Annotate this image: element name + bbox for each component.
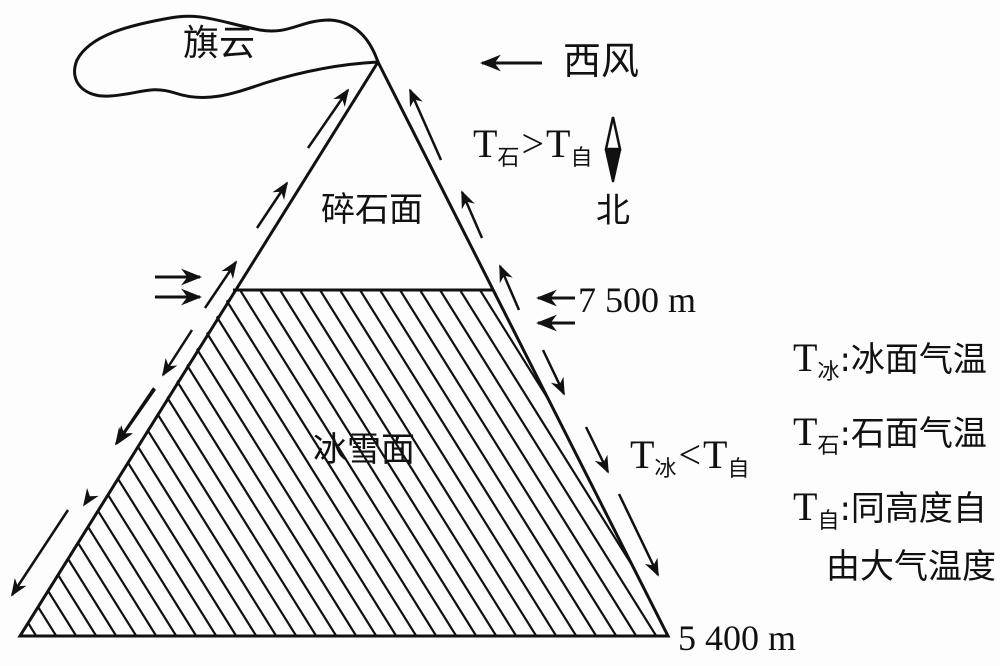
altitude-base-label: 5 400 m xyxy=(678,618,797,658)
north-label: 北 xyxy=(596,191,630,231)
legend-subscript: 自 xyxy=(817,509,840,534)
altitude-top-label: 7 500 m xyxy=(578,280,697,320)
subscript-rock: 石 xyxy=(497,146,520,171)
legend-item-free: T自:同高度自 xyxy=(793,484,987,533)
left-upslope-arrows xyxy=(203,88,350,309)
mountain-outline xyxy=(17,58,671,638)
right-downslope-arrows xyxy=(541,349,660,577)
t-symbol: T xyxy=(473,121,498,166)
legend-item-rock: T石:石面气温 xyxy=(793,409,987,458)
flag-cloud-shape xyxy=(73,14,381,100)
rock-vs-free-relation: T石>T自 xyxy=(473,121,592,170)
west-wind-label: 西风 xyxy=(563,39,640,83)
t-symbol: T xyxy=(793,484,818,529)
north-compass-icon xyxy=(604,116,622,183)
subscript-free: 自 xyxy=(727,457,750,482)
t-symbol: T xyxy=(793,409,818,454)
incoming-air-arrows-left xyxy=(155,268,203,306)
ice-surface-label: 冰雪面 xyxy=(313,430,415,470)
greater-than-operator: > xyxy=(521,121,545,166)
legend-text: 同高度自 xyxy=(850,489,987,529)
legend-item-ice: T冰:冰面气温 xyxy=(793,335,987,384)
legend-separator: : xyxy=(839,489,851,529)
legend-subscript: 冰 xyxy=(817,360,840,385)
subscript-ice: 冰 xyxy=(654,457,677,482)
legend-text: 冰面气温 xyxy=(850,340,987,380)
t-symbol: T xyxy=(703,432,728,477)
flag-cloud-label: 旗云 xyxy=(183,23,256,64)
subscript-free: 自 xyxy=(570,146,593,171)
t-symbol: T xyxy=(546,121,571,166)
left-downslope-arrows xyxy=(10,329,194,597)
legend-separator: : xyxy=(839,340,851,380)
legend-text: 石面气温 xyxy=(850,414,987,454)
legend-continuation: 由大气温度 xyxy=(826,547,996,587)
ice-vs-free-relation: T冰<T自 xyxy=(630,432,749,481)
right-upslope-arrows xyxy=(408,88,521,311)
t-symbol: T xyxy=(793,335,818,380)
legend-separator: : xyxy=(839,414,851,454)
t-symbol: T xyxy=(630,432,655,477)
legend-subscript: 石 xyxy=(817,434,840,459)
altitude-pointer-arrows xyxy=(535,289,575,332)
less-than-operator: < xyxy=(678,432,702,477)
rock-surface-label: 碎石面 xyxy=(321,190,423,230)
